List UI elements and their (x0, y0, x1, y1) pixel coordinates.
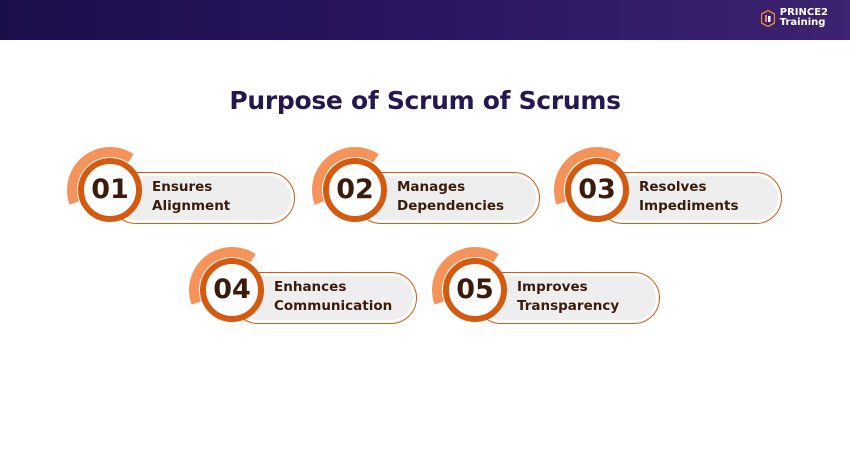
card-label-line1: Manages (397, 179, 466, 195)
logo-text-line1: PRINCE2 (779, 7, 828, 18)
prince2-training-logo[interactable]: PRINCE2 Training (760, 7, 828, 28)
card-number: 05 (456, 274, 494, 305)
card-number: 02 (336, 174, 374, 205)
card-label-line2: Impediments (639, 198, 739, 214)
number-circle (200, 258, 264, 322)
number-ring-icon (67, 147, 153, 233)
card-label-line1: Enhances (274, 279, 347, 295)
number-ring-icon (554, 147, 640, 233)
card-number: 01 (91, 174, 129, 205)
number-circle (78, 158, 142, 222)
logo-text-line2: Training (779, 17, 826, 28)
card-label-line2: Transparency (517, 298, 620, 314)
card-label-line1: Ensures (152, 179, 213, 195)
card-label-line2: Communication (274, 298, 393, 314)
card-label-line1: Resolves (639, 179, 707, 195)
card-number: 04 (213, 274, 251, 305)
logo-shield-icon (760, 9, 775, 27)
card-pill (232, 272, 417, 324)
page-title: Purpose of Scrum of Scrums (229, 86, 621, 115)
card-label-line2: Alignment (152, 198, 231, 214)
number-ring-icon (312, 147, 398, 233)
card-label-line2: Dependencies (397, 198, 505, 214)
number-circle (323, 158, 387, 222)
number-ring-icon (189, 247, 275, 333)
card-number: 03 (578, 174, 616, 205)
number-ring-icon (432, 247, 518, 333)
card-label-line1: Improves (517, 279, 588, 295)
header-bar: PRINCE2 Training (0, 0, 850, 40)
number-circle (565, 158, 629, 222)
accent-arc (67, 147, 153, 233)
number-circle (443, 258, 507, 322)
